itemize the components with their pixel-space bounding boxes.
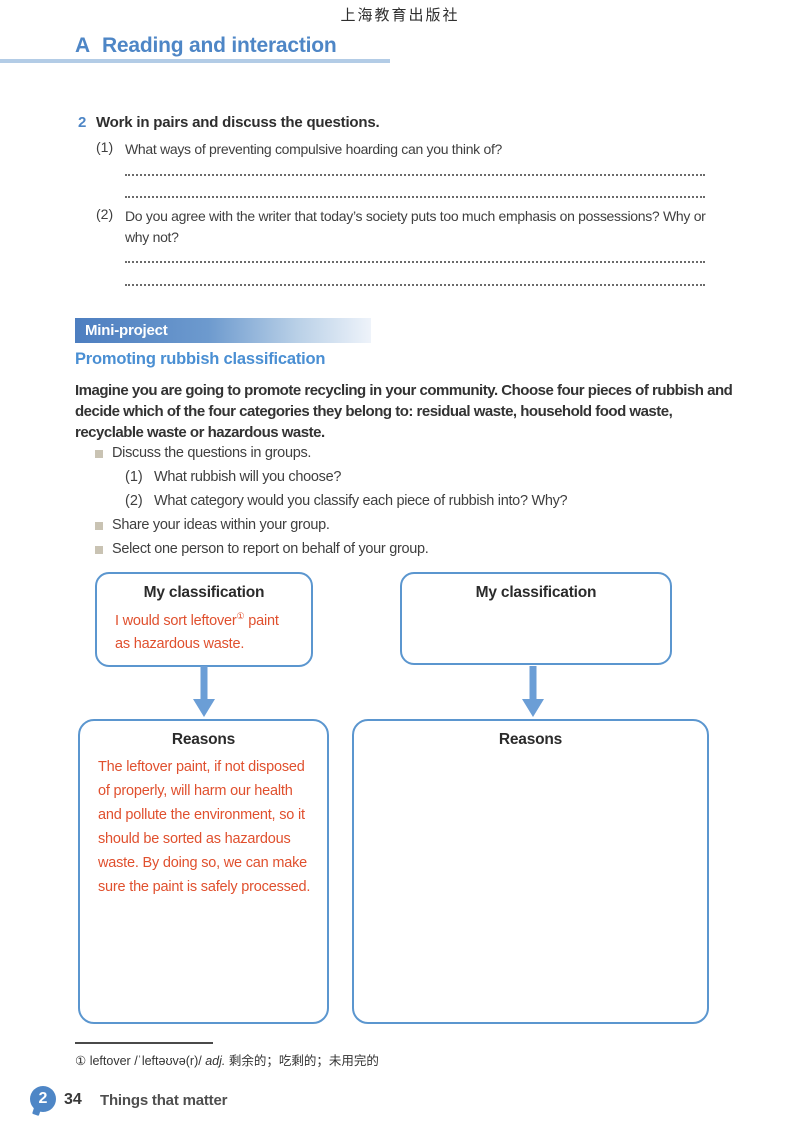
reasons-right-title: Reasons bbox=[498, 731, 563, 748]
question-1: (1) What ways of preventing compulsive h… bbox=[96, 139, 725, 160]
classification-left-answer: I would sort leftover① paint as hazardou… bbox=[97, 602, 311, 656]
step-3-text: Select one person to report on behalf of… bbox=[112, 541, 429, 557]
page-number: 34 bbox=[64, 1091, 82, 1108]
answer-line bbox=[125, 261, 705, 263]
footnote-pos: adj. bbox=[205, 1054, 226, 1068]
section-letter: A bbox=[75, 34, 90, 57]
substep-2: (2) What category would you classify eac… bbox=[125, 493, 568, 509]
project-brief: Imagine you are going to promote recycli… bbox=[75, 382, 733, 441]
unit-title: Things that matter bbox=[100, 1092, 228, 1109]
substep-1-label: (1) bbox=[125, 469, 143, 485]
section-heading-text: Reading and interaction bbox=[101, 34, 337, 57]
reasons-right-text bbox=[354, 749, 707, 755]
project-title: Promoting rubbish classification bbox=[75, 350, 326, 368]
reasons-left-text: The leftover paint, if not disposed of p… bbox=[98, 759, 311, 895]
exercise-number: 2 bbox=[78, 114, 87, 131]
substep-1: (1) What rubbish will you choose? bbox=[125, 469, 341, 485]
publisher-header: 上海教育出版社 bbox=[340, 6, 460, 24]
substep-2-label: (2) bbox=[125, 493, 143, 509]
footnote-phonetic: /ˈleftəʊvə(r)/ bbox=[134, 1054, 202, 1068]
down-arrow-icon bbox=[193, 666, 215, 717]
footnote-divider bbox=[75, 1042, 213, 1044]
footnote-word: leftover bbox=[89, 1054, 131, 1068]
footnote-meaning: 剩余的；吃剩的；未用完的 bbox=[228, 1054, 379, 1068]
unit-number-badge: 2 bbox=[30, 1086, 56, 1112]
classification-right-title: My classification bbox=[475, 584, 597, 601]
reasons-left-title: Reasons bbox=[171, 731, 236, 748]
down-arrow-icon bbox=[522, 666, 544, 717]
section-underline bbox=[0, 59, 390, 63]
step-2-text: Share your ideas within your group. bbox=[112, 517, 330, 533]
step-1-text: Discuss the questions in groups. bbox=[112, 445, 312, 461]
mini-project-banner: Mini-project bbox=[75, 318, 371, 343]
bullet-square-icon bbox=[95, 450, 103, 458]
answer-text: as hazardous waste. bbox=[115, 635, 245, 652]
step-3: Select one person to report on behalf of… bbox=[95, 541, 429, 557]
footnote: ① leftover /ˈleftəʊvə(r)/ adj. 剩余的；吃剩的；未… bbox=[75, 1050, 379, 1069]
footnote-marker: ① bbox=[75, 1054, 87, 1068]
footnote-ref-icon: ① bbox=[236, 611, 245, 621]
exercise-instruction: Work in pairs and discuss the questions. bbox=[96, 114, 380, 131]
question-2-label: (2) bbox=[96, 206, 114, 222]
bullet-square-icon bbox=[95, 546, 103, 554]
step-2: Share your ideas within your group. bbox=[95, 517, 330, 533]
question-2-text: Do you agree with the writer that today’… bbox=[125, 208, 706, 245]
answer-line bbox=[125, 196, 705, 198]
answer-text: paint bbox=[244, 612, 279, 629]
section-heading: A Reading and interaction bbox=[75, 34, 337, 58]
bullet-square-icon bbox=[95, 522, 103, 530]
classification-box-right: My classification bbox=[400, 572, 672, 665]
question-2: (2) Do you agree with the writer that to… bbox=[96, 206, 725, 248]
question-1-text: What ways of preventing compulsive hoard… bbox=[125, 141, 503, 157]
answer-line bbox=[125, 174, 705, 176]
substep-1-text: What rubbish will you choose? bbox=[154, 469, 342, 485]
exercise-header: 2 Work in pairs and discuss the question… bbox=[78, 114, 380, 131]
classification-box-left: My classification I would sort leftover①… bbox=[95, 572, 313, 667]
question-1-label: (1) bbox=[96, 139, 114, 155]
substep-2-text: What category would you classify each pi… bbox=[154, 493, 568, 509]
reasons-box-left: Reasons The leftover paint, if not dispo… bbox=[78, 719, 329, 1024]
answer-text: I would sort leftover bbox=[115, 612, 237, 629]
step-1: Discuss the questions in groups. bbox=[95, 445, 311, 461]
reasons-box-right: Reasons bbox=[352, 719, 709, 1024]
classification-left-title: My classification bbox=[143, 584, 265, 601]
answer-line bbox=[125, 284, 705, 286]
